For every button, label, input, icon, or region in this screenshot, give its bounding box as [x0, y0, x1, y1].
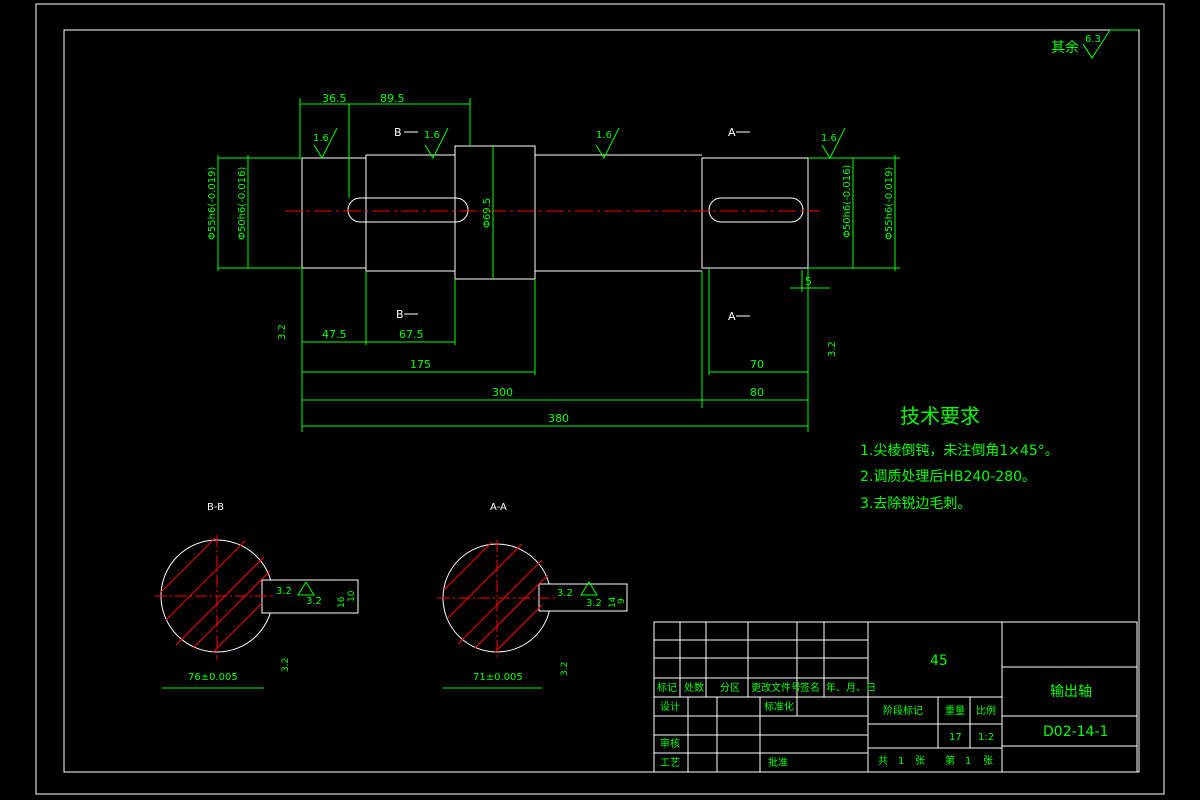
design-label: 设计: [660, 700, 680, 713]
section-marker-a-top: A: [728, 126, 736, 139]
requirements-title: 技术要求: [900, 404, 980, 428]
section-marker-a-bottom: A: [728, 310, 736, 323]
review-label: 审核: [660, 737, 680, 750]
roughness-1: 1.6: [313, 133, 329, 144]
section-b-key2: 10: [347, 590, 357, 602]
dim-70: 70: [750, 358, 764, 371]
scale-label: 比例: [976, 704, 996, 717]
shaft-outline: [301, 145, 809, 280]
section-b-b: B-B 3.2 3.2 76±0.005 16 10 3.2: [155, 502, 359, 689]
section-a-label: A-A: [490, 502, 507, 513]
dia-left-outer: Φ55h6(-0.019): [207, 167, 218, 240]
dia-middle: Φ69.5: [482, 198, 493, 228]
roughness-4: 1.6: [821, 133, 837, 144]
sheet-total-unit: 张: [915, 755, 925, 767]
title-code: D02-14-1: [1043, 724, 1108, 740]
dim-47-5: 47.5: [322, 328, 347, 341]
sheet-page-value: 1: [965, 756, 971, 767]
other-roughness: 其余 6.3: [1051, 29, 1138, 59]
header-count: 处数: [684, 681, 704, 694]
dim-67-5: 67.5: [399, 328, 424, 341]
title-material: 45: [930, 653, 948, 669]
dim-175: 175: [410, 358, 431, 371]
dim-89-5: 89.5: [380, 92, 405, 105]
section-a-side-r: 3.2: [560, 662, 570, 676]
header-mark: 标记: [657, 682, 677, 694]
header-change: 更改文件号: [751, 681, 801, 694]
outer-frame: [35, 3, 1165, 795]
dimension-lines: [217, 98, 900, 432]
section-marker-b-top: B: [394, 126, 402, 139]
requirement-2: 2.调质处理后HB240-280。: [860, 469, 1036, 485]
side-roughness-right: 3.2: [827, 341, 838, 357]
sheet-total-label: 共: [878, 755, 888, 767]
other-roughness-value: 6.3: [1085, 34, 1101, 45]
section-b-side-r: 3.2: [281, 658, 291, 672]
dia-right-outer: Φ55h6(-0.019): [884, 167, 895, 240]
title-name: 输出轴: [1050, 684, 1092, 700]
section-markers: B B A A: [394, 126, 736, 323]
dim-5: 5: [805, 275, 812, 288]
dim-36-5: 36.5: [322, 92, 347, 105]
approve-label: 批准: [768, 756, 788, 769]
dim-300: 300: [492, 386, 513, 399]
dia-left-inner: Φ50h6(-0.016): [237, 167, 248, 240]
inner-frame: [63, 29, 1140, 773]
roughness-2: 1.6: [424, 130, 440, 141]
dim-80: 80: [750, 386, 764, 399]
header-sign: 签名: [800, 681, 820, 694]
sheet-page-label: 第: [945, 754, 955, 767]
requirements: 技术要求 1.尖棱倒钝，未注倒角1×45°。 2.调质处理后HB240-280。…: [860, 404, 1059, 512]
standardize-label: 标准化: [764, 700, 794, 713]
header-area: 分区: [720, 682, 740, 694]
stage-label: 阶段标记: [883, 704, 923, 717]
section-a-width: 71±0.005: [473, 672, 523, 683]
header-date: 年、月、日: [826, 681, 876, 694]
section-a-r1: 3.2: [557, 588, 573, 599]
sheet-page-unit: 张: [983, 755, 993, 767]
weight-label: 重量: [945, 704, 965, 717]
dia-right-inner: Φ50h6(-0.016): [842, 165, 853, 238]
section-b-key1: 16: [337, 596, 347, 608]
section-a-r2: 3.2: [586, 598, 602, 609]
weight-value: 17: [949, 732, 962, 743]
section-a-key2: 9: [617, 598, 627, 604]
sheet-total-value: 1: [898, 756, 904, 767]
section-b-label: B-B: [207, 502, 224, 513]
section-b-r1: 3.2: [276, 586, 292, 597]
title-block: 45 输出轴 D02-14-1 标记 处数 分区 更改文件号 签名 年、月、日 …: [653, 621, 1138, 773]
side-roughness-left: 3.2: [277, 324, 288, 340]
dim-380: 380: [548, 412, 569, 425]
process-label: 工艺: [660, 757, 680, 769]
requirement-1: 1.尖棱倒钝，未注倒角1×45°。: [860, 443, 1059, 459]
requirement-3: 3.去除锐边毛刺。: [860, 496, 971, 512]
section-b-width: 76±0.005: [188, 672, 238, 683]
scale-value: 1:2: [978, 732, 994, 743]
section-b-r2: 3.2: [306, 596, 322, 607]
roughness-3: 1.6: [596, 130, 612, 141]
section-a-a: A-A 3.2 3.2 71±0.005 14 9 3.2: [438, 502, 628, 689]
roughness-symbols: [313, 43, 1093, 160]
other-roughness-prefix: 其余: [1051, 39, 1079, 56]
section-marker-b-bottom: B: [396, 308, 404, 321]
section-a-key1: 14: [608, 596, 618, 608]
